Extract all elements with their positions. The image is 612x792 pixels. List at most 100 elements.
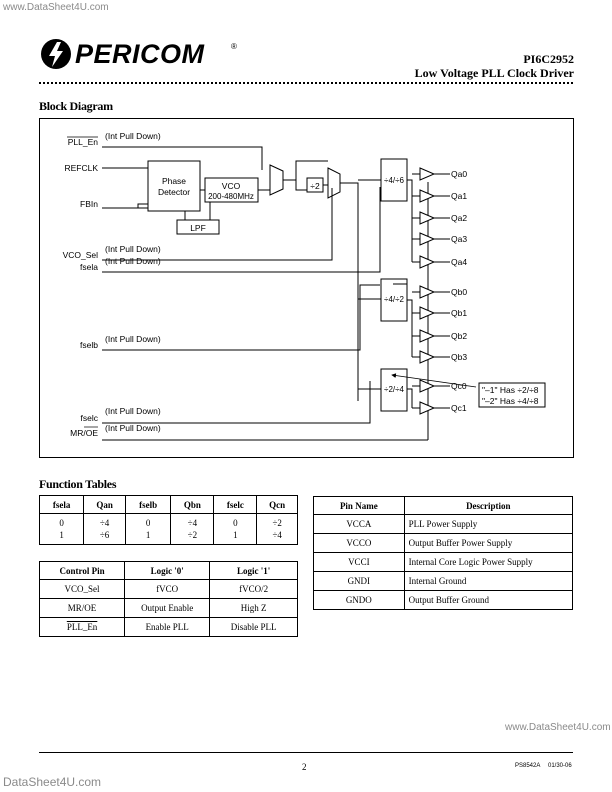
table-cell: ÷2÷4 <box>256 513 298 545</box>
output-qb2: Qb2 <box>451 331 467 341</box>
footer-rule <box>39 752 573 753</box>
table-cell: ÷4÷2 <box>170 513 215 545</box>
output-qa3: Qa3 <box>451 234 467 244</box>
table-cell: Output Buffer Ground <box>403 590 574 610</box>
table-cell: GNDO <box>313 590 405 610</box>
buffer-qb1 <box>419 306 436 320</box>
part-number: PI6C2952 <box>523 52 574 66</box>
function-tables-title: Function Tables <box>39 477 117 491</box>
lpf-label: LPF <box>190 223 206 233</box>
div2-label: ÷2 <box>310 181 320 191</box>
table-cell: VCCO <box>313 533 405 553</box>
pin-label-fselb: fselb <box>80 340 98 350</box>
buffer-qb3 <box>419 350 436 364</box>
output-qa1: Qa1 <box>451 191 467 201</box>
table-header: fselb <box>124 495 172 514</box>
buffer-qa2 <box>419 211 436 225</box>
table-cell: fVCO/2 <box>209 579 298 599</box>
output-qc0: Qc0 <box>451 381 467 391</box>
output-qa0: Qa0 <box>451 169 467 179</box>
buffer-qa1 <box>419 189 436 203</box>
block-diagram: PLL_En (Int Pull Down) REFCLK FBIn VCO_S… <box>39 118 574 458</box>
pin-note-mr-oe: (Int Pull Down) <box>105 423 161 433</box>
table-cell: Output Enable <box>124 598 211 618</box>
table-header: Logic '1' <box>209 561 298 580</box>
output-qc1: Qc1 <box>451 403 467 413</box>
table-cell: VCCI <box>313 552 405 572</box>
table-cell: Output Buffer Power Supply <box>403 533 574 553</box>
table-header-row: Pin Name Description <box>313 496 574 515</box>
pin-note-fselc: (Int Pull Down) <box>105 406 161 416</box>
table-row: VCCA PLL Power Supply <box>313 514 574 534</box>
table-row: VCO_Sel fVCO fVCO/2 <box>38 579 298 599</box>
pin-note-pll-en: (Int Pull Down) <box>105 131 161 141</box>
div-c-label: ÷2/÷4 <box>384 385 404 394</box>
output-qb3: Qb3 <box>451 352 467 362</box>
table-row: VCCI Internal Core Logic Power Supply <box>313 552 574 572</box>
variant-note-1: "–1" Has ÷2/÷8 <box>482 385 539 395</box>
table-cell: MR/OE <box>38 598 126 618</box>
pin-description-table: Pin Name Description VCCA PLL Power Supp… <box>313 496 574 610</box>
table-header: Qbn <box>170 495 215 514</box>
pin-label-refclk: REFCLK <box>64 163 98 173</box>
div-b-label: ÷4/÷2 <box>384 295 404 304</box>
table-row: PLL_En Enable PLL Disable PLL <box>38 617 298 637</box>
pin-note-fselb: (Int Pull Down) <box>105 334 161 344</box>
table-header: fselc <box>213 495 258 514</box>
pin-note-fsela: (Int Pull Down) <box>105 256 161 266</box>
table-cell: Internal Core Logic Power Supply <box>403 552 574 572</box>
table-row: VCCO Output Buffer Power Supply <box>313 533 574 553</box>
pin-label-fselc: fselc <box>81 413 99 423</box>
table-row: MR/OE Output Enable High Z <box>38 598 298 618</box>
table-header: fsela <box>38 495 85 514</box>
table-header: Logic '0' <box>124 561 211 580</box>
pin-label-mr-oe: MR/OE <box>70 428 98 438</box>
table-cell: High Z <box>209 598 298 618</box>
table-cell: Internal Ground <box>403 571 574 591</box>
table-header: Description <box>403 496 574 515</box>
registered-mark: ® <box>231 42 237 51</box>
table-cell: Enable PLL <box>124 617 211 637</box>
output-qb0: Qb0 <box>451 287 467 297</box>
block-diagram-title: Block Diagram <box>39 99 113 113</box>
vco-range-label: 200-480MHz <box>208 192 254 201</box>
page-number: 2 <box>302 762 307 772</box>
output-qa2: Qa2 <box>451 213 467 223</box>
logo-text: PERICOM <box>75 39 205 69</box>
pericom-logo-icon <box>41 39 71 69</box>
buffer-qa4 <box>419 255 436 269</box>
table-header: Qan <box>83 495 126 514</box>
buffer-qc1 <box>419 401 436 415</box>
doc-date: 01/30-06 <box>548 763 572 769</box>
table-cell: Disable PLL <box>209 617 298 637</box>
table-header: Pin Name <box>313 496 405 515</box>
vco-label: VCO <box>222 181 241 191</box>
table-cell: fVCO <box>124 579 211 599</box>
variant-note-2: "–2" Has ÷4/÷8 <box>482 396 539 406</box>
buffer-qc0 <box>419 379 436 393</box>
pin-label-fbin: FBIn <box>80 199 98 209</box>
pin-label-vco-sel: VCO_Sel <box>63 250 99 260</box>
output-qa4: Qa4 <box>451 257 467 267</box>
watermark-top: www.DataSheet4U.com <box>3 2 109 13</box>
pin-note-vco-sel: (Int Pull Down) <box>105 244 161 254</box>
watermark-mid: www.DataSheet4U.com <box>505 722 611 733</box>
table-header: Qcn <box>256 495 298 514</box>
pin-label-fsela: fsela <box>80 262 98 272</box>
table-cell: ÷4÷6 <box>83 513 126 545</box>
document-title: Low Voltage PLL Clock Driver <box>414 66 574 80</box>
table-cell: PLL_En <box>38 617 126 637</box>
buffer-qb2 <box>419 329 436 343</box>
watermark-bottom: DataSheet4U.com <box>3 775 102 789</box>
buffer-qa3 <box>419 232 436 246</box>
pin-label-pll-en: PLL_En <box>68 137 99 147</box>
table-row: GNDO Output Buffer Ground <box>313 590 574 610</box>
header-rule <box>39 82 573 84</box>
table-cell: VCO_Sel <box>38 579 126 599</box>
output-qb1: Qb1 <box>451 308 467 318</box>
